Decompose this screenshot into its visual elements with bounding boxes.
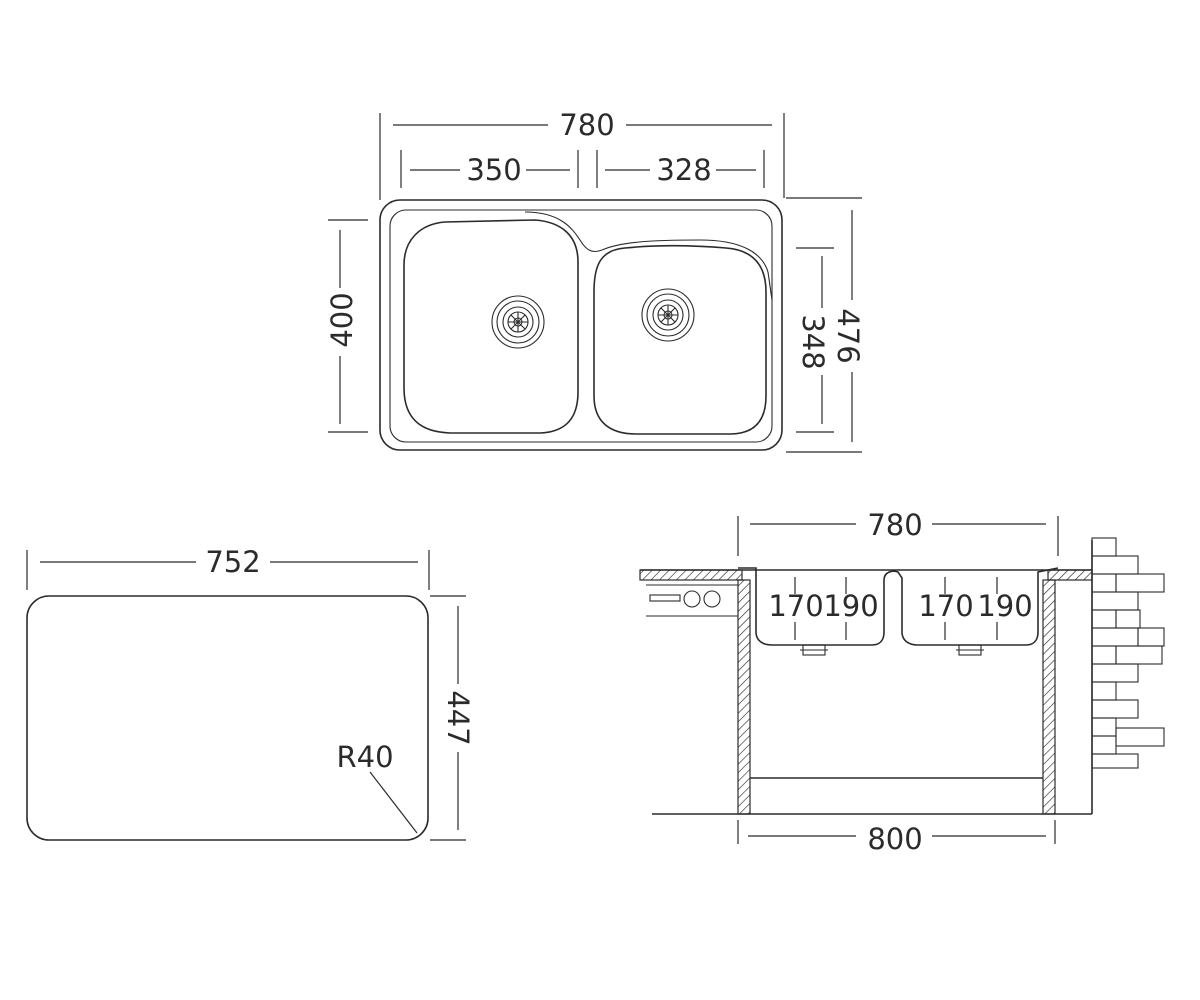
dimension-side-sink-width: 780: [737, 508, 1059, 556]
bowl-divider: [524, 211, 773, 301]
brick-wall: [1091, 537, 1165, 814]
radius-leader-line: [369, 771, 418, 834]
dimension-label-400: 400: [325, 292, 359, 347]
right-drain-icon: [641, 288, 695, 342]
dimension-cutout-depth: 447: [430, 595, 475, 841]
left-drain-icon: [491, 295, 545, 349]
dimension-label-170-left: 170: [768, 589, 823, 623]
dimension-label-190-right: 190: [977, 589, 1032, 623]
dimension-label-170-right: 170: [918, 589, 973, 623]
sink-cross-section: [738, 567, 1059, 646]
dimension-label-190-left: 190: [823, 589, 878, 623]
dimension-label-752: 752: [205, 545, 260, 579]
dimension-label-800: 800: [867, 822, 922, 856]
dimension-cabinet-width: 800: [737, 820, 1056, 856]
dimension-right-bowl-depth: 348: [796, 247, 834, 433]
dimension-label-348: 348: [796, 314, 830, 369]
top-view: 780 350 328 400: [325, 108, 865, 453]
dimension-right-bowl-width: 328: [596, 150, 765, 188]
dimension-label-447: 447: [441, 690, 475, 745]
dimension-left-bowl-width: 350: [400, 150, 579, 188]
sink-outer-rim: [379, 199, 783, 451]
dimension-left-bowl-depth: 400: [325, 219, 368, 433]
appliance-front: [646, 584, 738, 617]
countertop-left: [639, 569, 743, 581]
right-bowl-outline: [593, 244, 767, 435]
dimension-label-476: 476: [831, 308, 865, 363]
dimension-label-780: 780: [559, 108, 614, 142]
knob-icon: [703, 590, 721, 608]
cutout-outline: [26, 595, 429, 841]
dimension-overall-width: 780: [379, 108, 785, 200]
side-view: 170 190 170 190 780 800: [639, 508, 1165, 856]
sink-inner-rim: [389, 209, 773, 443]
dimension-cutout-width: 752: [26, 545, 430, 590]
cabinet-left-wall: [737, 579, 751, 815]
left-bowl-outline: [403, 219, 579, 434]
cutout-view: 752 447 R40: [26, 545, 475, 841]
dimension-label-side-780: 780: [867, 508, 922, 542]
countertop-right: [1047, 569, 1093, 581]
dimension-label-328: 328: [656, 153, 711, 187]
radius-label: R40: [336, 740, 393, 774]
cabinet-right-wall: [1042, 579, 1056, 815]
knob-icon: [683, 590, 701, 608]
dimension-overall-depth: 476: [786, 197, 865, 453]
dimension-label-350: 350: [466, 153, 521, 187]
